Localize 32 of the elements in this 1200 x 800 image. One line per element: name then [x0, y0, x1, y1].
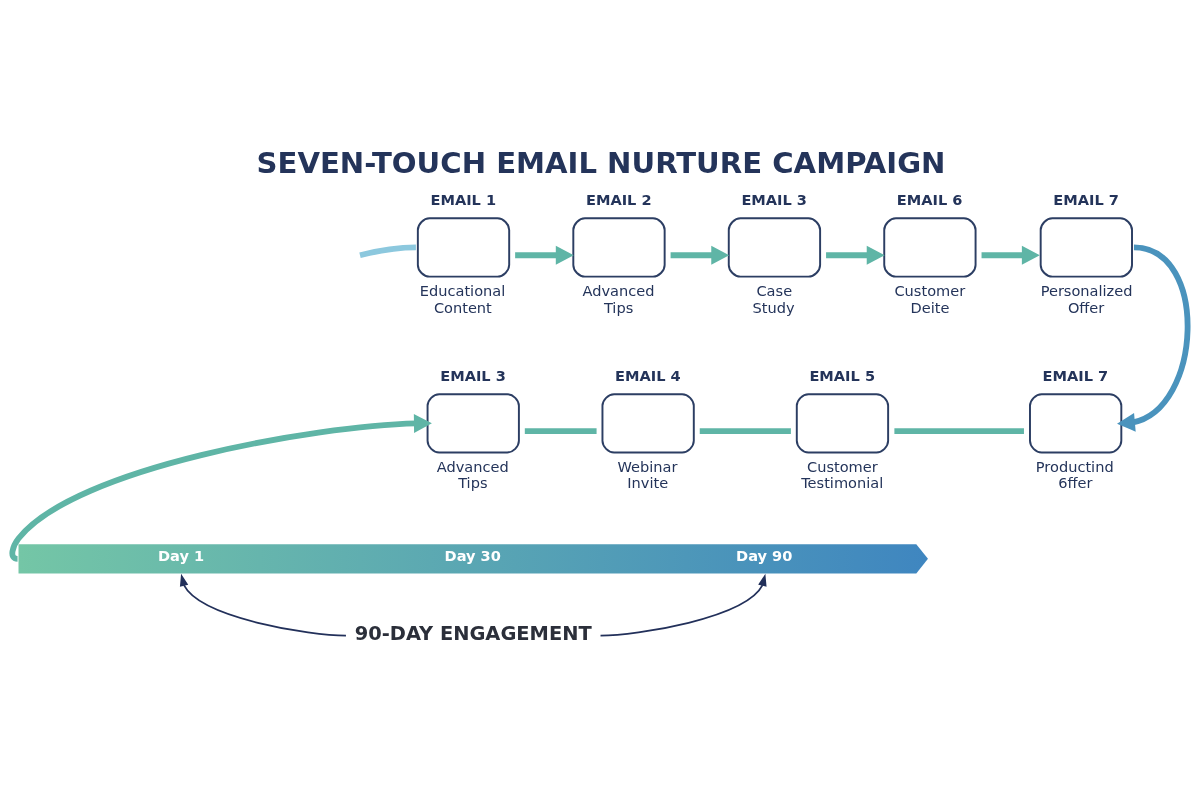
node-label: Productind 6ffer — [1035, 457, 1114, 492]
connector — [359, 244, 416, 259]
arrow — [981, 245, 1040, 265]
connector — [524, 428, 597, 434]
node-label: EMAIL 5 — [809, 366, 876, 384]
node-label: Personalized Offer — [1040, 282, 1133, 316]
node-label: Customer Testimonial — [801, 457, 884, 492]
node-label: EMAIL 4 — [615, 366, 681, 384]
node-label: Webinar Invite — [617, 457, 678, 492]
node-label: Advanced Tips — [436, 457, 509, 492]
node-label: EMAIL 1 — [430, 190, 497, 208]
node-label: EMAIL 2 — [585, 190, 652, 208]
node-label: EMAIL 6 — [896, 190, 963, 208]
arrow — [670, 245, 730, 265]
node-label: Advanced Tips — [582, 282, 655, 316]
node-label: EMAIL 7 — [1053, 190, 1119, 208]
node-text: 90-DAY ENGAGEMENT — [354, 621, 592, 645]
arrow — [515, 245, 574, 265]
node-label: Case Study — [752, 282, 795, 316]
arrow — [599, 573, 767, 637]
arrow — [826, 245, 885, 265]
node-label: EMAIL 3 — [440, 366, 506, 384]
arrow — [9, 414, 432, 562]
node-label: Customer Deite — [894, 282, 966, 316]
node-label: EMAIL 7 — [1042, 366, 1109, 384]
diagram-title: SEVEN-TOUCH EMAIL NURTURE CAMPAIGN — [256, 146, 946, 181]
arrow — [1117, 244, 1191, 432]
arrow — [179, 573, 347, 637]
node-label: EMAIL 3 — [741, 190, 808, 208]
node-label: Educational Content — [419, 282, 506, 316]
connector — [894, 428, 1024, 434]
connector — [699, 428, 791, 434]
